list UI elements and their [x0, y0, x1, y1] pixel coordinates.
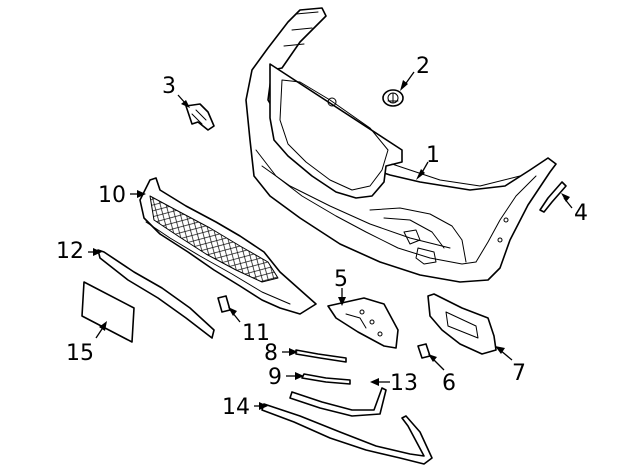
- svg-text:1: 1: [426, 143, 440, 168]
- bumper-cover-part: [245, 7, 557, 283]
- callout-12: 12: [56, 239, 102, 264]
- license-plate-bracket-part: [81, 281, 135, 343]
- trim-part-9: [301, 373, 351, 385]
- callout-15: 15: [66, 321, 107, 366]
- callout-13: 13: [370, 371, 418, 396]
- svg-text:7: 7: [512, 361, 526, 386]
- callout-9: 9: [268, 365, 304, 390]
- trim-part-8: [295, 349, 347, 363]
- clip-part-11: [217, 295, 231, 313]
- svg-text:10: 10: [98, 183, 126, 208]
- svg-text:15: 15: [66, 341, 94, 366]
- callout-14: 14: [222, 395, 268, 420]
- callout-8: 8: [264, 341, 298, 366]
- clip-part-6: [417, 343, 431, 359]
- bracket-part: [185, 103, 215, 131]
- callout-2: 2: [400, 54, 430, 91]
- fog-lamp-cover-part: [327, 297, 399, 349]
- trim-part-13: [289, 387, 387, 417]
- svg-text:14: 14: [222, 395, 250, 420]
- lower-grille-part: [139, 177, 317, 315]
- svg-text:13: 13: [390, 371, 418, 396]
- callout-10: 10: [98, 183, 146, 208]
- callout-4: 4: [561, 193, 588, 226]
- emblem-part: [382, 89, 404, 107]
- callout-5: 5: [334, 267, 348, 306]
- svg-text:4: 4: [574, 201, 588, 226]
- side-trim-strip-part: [539, 181, 567, 213]
- svg-text:6: 6: [442, 371, 456, 396]
- lower-molding-strip-part: [97, 249, 215, 339]
- svg-text:2: 2: [416, 54, 430, 79]
- svg-text:11: 11: [242, 321, 270, 346]
- svg-text:9: 9: [268, 365, 282, 390]
- svg-text:3: 3: [162, 74, 176, 99]
- svg-text:5: 5: [334, 267, 348, 292]
- callout-1: 1: [416, 143, 440, 180]
- fog-lamp-bracket-part: [427, 293, 497, 355]
- trim-strip-part-14: [261, 403, 433, 465]
- callout-11: 11: [228, 307, 270, 346]
- svg-text:8: 8: [264, 341, 278, 366]
- svg-text:12: 12: [56, 239, 84, 264]
- callout-7: 7: [495, 346, 526, 386]
- callout-6: 6: [428, 354, 456, 396]
- callout-3: 3: [162, 74, 190, 108]
